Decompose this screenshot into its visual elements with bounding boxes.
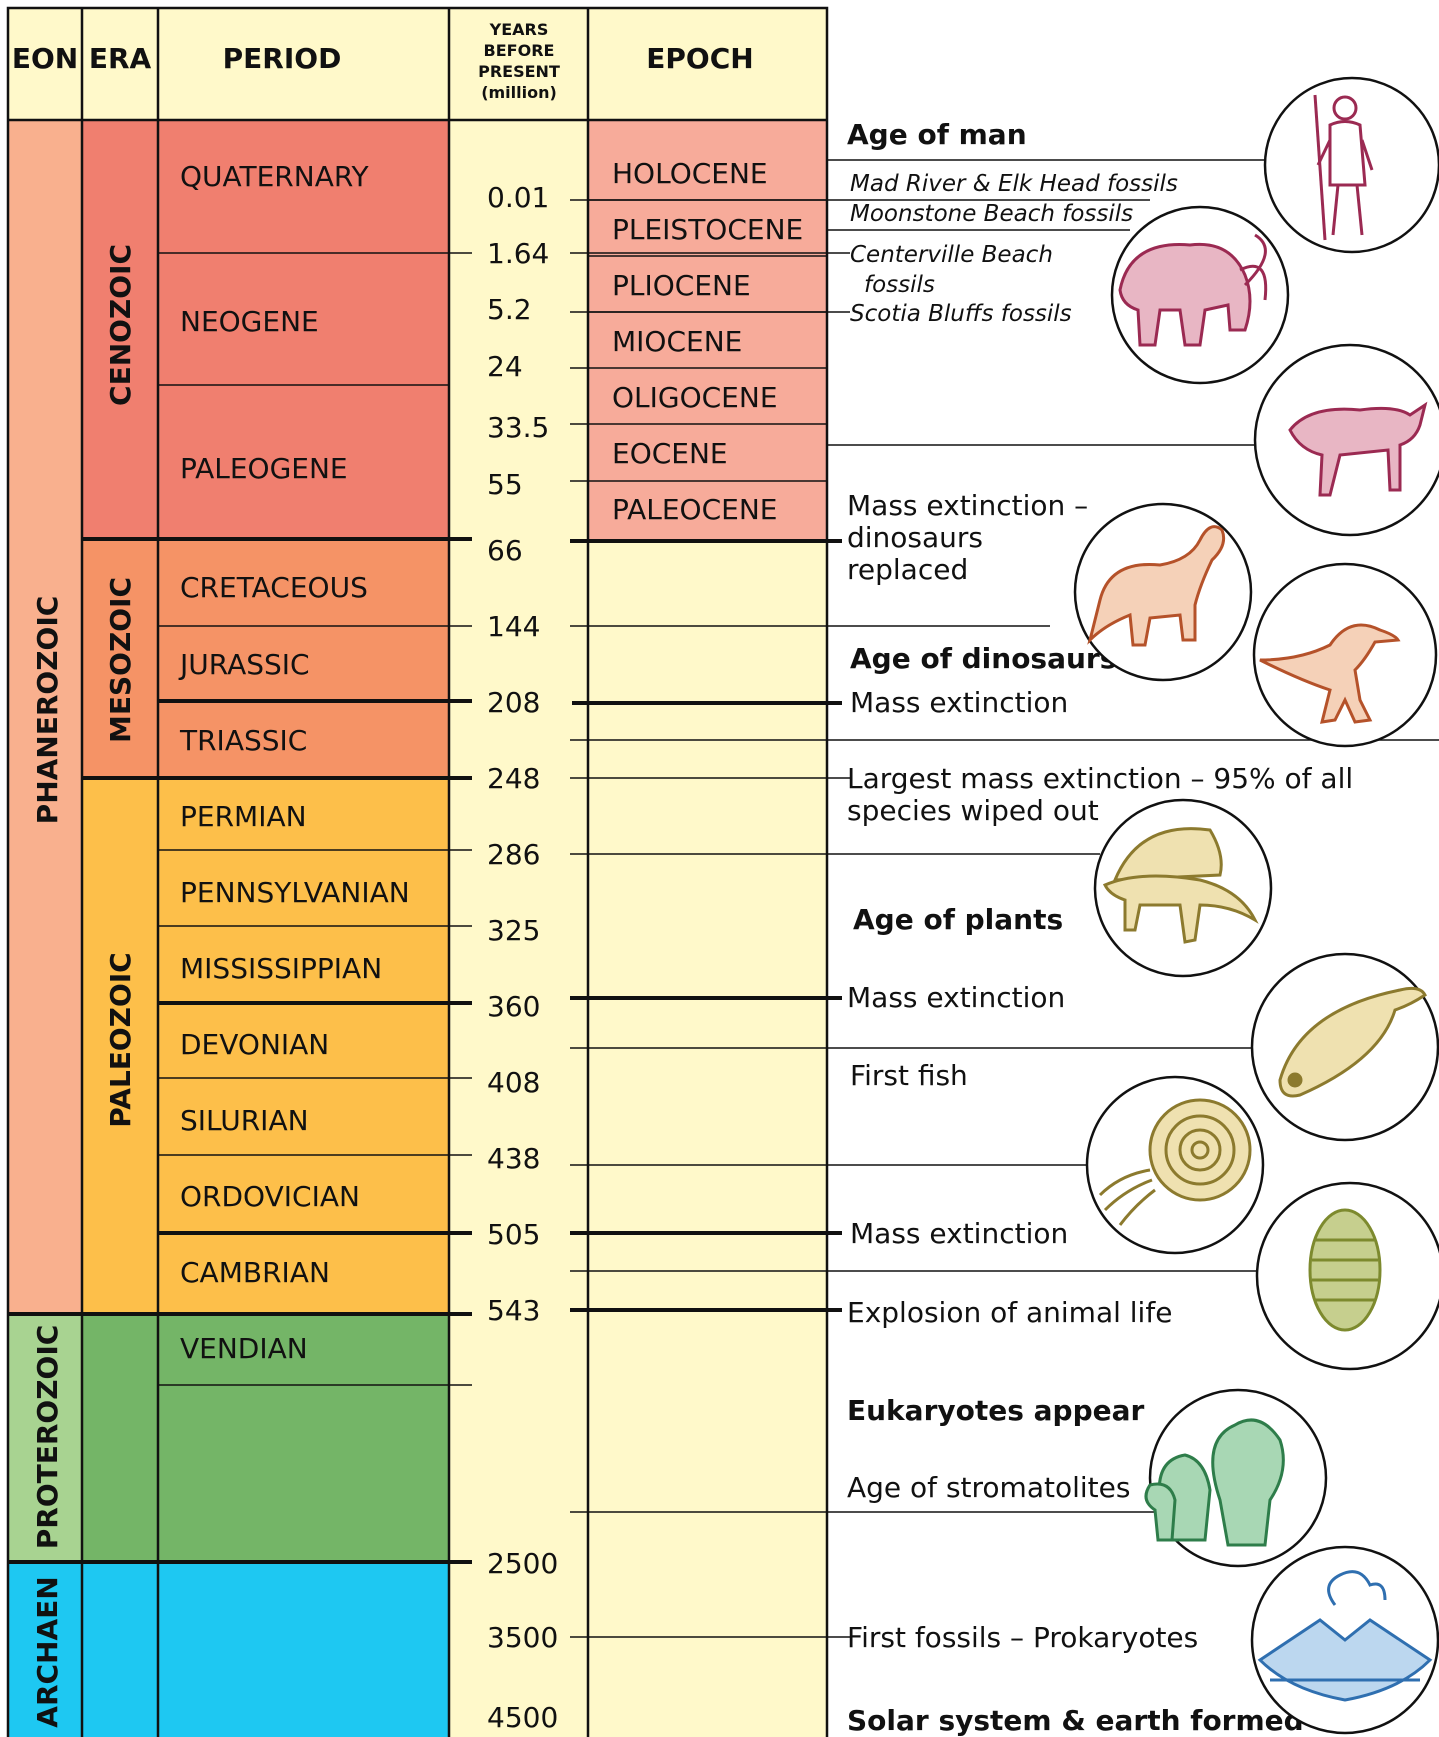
- epoch-pleistocene: PLEISTOCENE: [612, 213, 803, 246]
- year-0-01: 0.01: [487, 181, 549, 214]
- header-years-4: (million): [481, 83, 557, 102]
- epoch-paleocene: PALEOCENE: [612, 493, 777, 526]
- note-mass-extinction-kt-3: replaced: [847, 553, 968, 586]
- header-years-3: PRESENT: [478, 62, 560, 81]
- period-triassic: TRIASSIC: [179, 724, 307, 757]
- eon-archaen-fill: [8, 1562, 449, 1737]
- period-permian: PERMIAN: [180, 800, 307, 833]
- period-vendian: VENDIAN: [180, 1332, 308, 1365]
- eon-label-archaen: ARCHAEN: [31, 1576, 64, 1727]
- note-eukaryotes: Eukaryotes appear: [847, 1394, 1145, 1427]
- header-years-2: BEFORE: [484, 41, 555, 60]
- dimetrodon-icon: [1095, 800, 1271, 976]
- year-325: 325: [487, 914, 540, 947]
- note-mass-extinction-kt-1: Mass extinction –: [847, 489, 1088, 522]
- caveman-icon: [1265, 78, 1439, 252]
- year-438: 438: [487, 1142, 540, 1175]
- note-first-fossils: First fossils – Prokaryotes: [847, 1621, 1198, 1654]
- year-543: 543: [487, 1294, 540, 1327]
- era-label-cenozoic: CENOZOIC: [104, 244, 137, 406]
- note-age-of-plants: Age of plants: [853, 903, 1063, 936]
- period-cretaceous: CRETACEOUS: [180, 571, 368, 604]
- header-years-1: YEARS: [489, 20, 549, 39]
- period-cambrian: CAMBRIAN: [180, 1256, 330, 1289]
- volcano-earth-icon: [1252, 1547, 1438, 1733]
- period-pennsylvanian: PENNSYLVANIAN: [180, 876, 410, 909]
- epoch-pliocene: PLIOCENE: [612, 269, 751, 302]
- era-label-mesozoic: MESOZOIC: [104, 577, 137, 743]
- note-largest-extinction-1: Largest mass extinction – 95% of all: [847, 762, 1353, 795]
- raptor-dinosaur-icon: [1254, 564, 1436, 746]
- note-mass-extinction-ordovician: Mass extinction: [850, 1217, 1068, 1250]
- period-paleogene: PALEOGENE: [180, 452, 348, 485]
- period-quaternary: QUATERNARY: [180, 160, 370, 193]
- period-jurassic: JURASSIC: [178, 648, 310, 681]
- year-286: 286: [487, 838, 540, 871]
- mammoth-icon: [1112, 207, 1288, 383]
- note-age-of-dinosaurs: Age of dinosaurs: [850, 642, 1116, 675]
- era-label-paleozoic: PALEOZOIC: [104, 952, 137, 1127]
- year-208: 208: [487, 686, 540, 719]
- note-age-of-man: Age of man: [847, 118, 1027, 151]
- epoch-oligocene: OLIGOCENE: [612, 381, 778, 414]
- note-mad-river: Mad River & Elk Head fossils: [850, 171, 1178, 197]
- note-mass-extinction-kt-2: dinosaurs: [847, 521, 983, 554]
- year-24: 24: [487, 350, 523, 383]
- year-3500: 3500: [487, 1621, 558, 1654]
- stromatolite-icon: [1146, 1390, 1326, 1566]
- note-largest-extinction-2: species wiped out: [847, 794, 1099, 827]
- year-144: 144: [487, 610, 540, 643]
- note-stromatolites: Age of stromatolites: [847, 1471, 1130, 1504]
- note-centerville-2: fossils: [864, 272, 935, 298]
- period-devonian: DEVONIAN: [180, 1028, 329, 1061]
- eon-label-proterozoic: PROTEROZOIC: [31, 1325, 64, 1550]
- period-silurian: SILURIAN: [180, 1104, 309, 1137]
- header-period: PERIOD: [223, 42, 342, 75]
- year-5-2: 5.2: [487, 293, 532, 326]
- header-epoch: EPOCH: [646, 42, 753, 75]
- note-mass-extinction-triassic: Mass extinction: [850, 686, 1068, 719]
- year-55: 55: [487, 468, 523, 501]
- epoch-eocene: EOCENE: [612, 437, 728, 470]
- note-first-fish: First fish: [850, 1059, 968, 1092]
- eon-label-phanerozoic: PHANEROZOIC: [31, 596, 64, 825]
- note-solar-system: Solar system & earth formed: [847, 1704, 1304, 1737]
- epoch-holocene: HOLOCENE: [612, 157, 768, 190]
- note-scotia: Scotia Bluffs fossils: [850, 301, 1072, 327]
- period-ordovician: ORDOVICIAN: [180, 1180, 360, 1213]
- epoch-miocene: MIOCENE: [612, 325, 742, 358]
- note-mass-extinction-devonian: Mass extinction: [847, 981, 1065, 1014]
- header-era: ERA: [89, 42, 152, 75]
- year-4500: 4500: [487, 1701, 558, 1734]
- sauropod-dinosaur-icon: [1075, 504, 1251, 680]
- hyena-mammal-icon: [1255, 345, 1439, 535]
- year-408: 408: [487, 1066, 540, 1099]
- note-centerville-1: Centerville Beach: [850, 242, 1053, 268]
- year-505: 505: [487, 1218, 540, 1251]
- year-1-64: 1.64: [487, 237, 549, 270]
- header-eon: EON: [12, 42, 78, 75]
- period-neogene: NEOGENE: [180, 305, 319, 338]
- note-explosion-animal-life: Explosion of animal life: [847, 1296, 1172, 1329]
- year-66: 66: [487, 534, 523, 567]
- year-248: 248: [487, 762, 540, 795]
- year-2500: 2500: [487, 1547, 558, 1580]
- note-moonstone: Moonstone Beach fossils: [850, 201, 1133, 227]
- period-mississippian: MISSISSIPPIAN: [180, 952, 382, 985]
- year-33-5: 33.5: [487, 411, 549, 444]
- fish-icon: [1252, 954, 1438, 1140]
- ammonite-icon: [1087, 1077, 1263, 1253]
- year-360: 360: [487, 990, 540, 1023]
- trilobite-icon: [1257, 1183, 1439, 1369]
